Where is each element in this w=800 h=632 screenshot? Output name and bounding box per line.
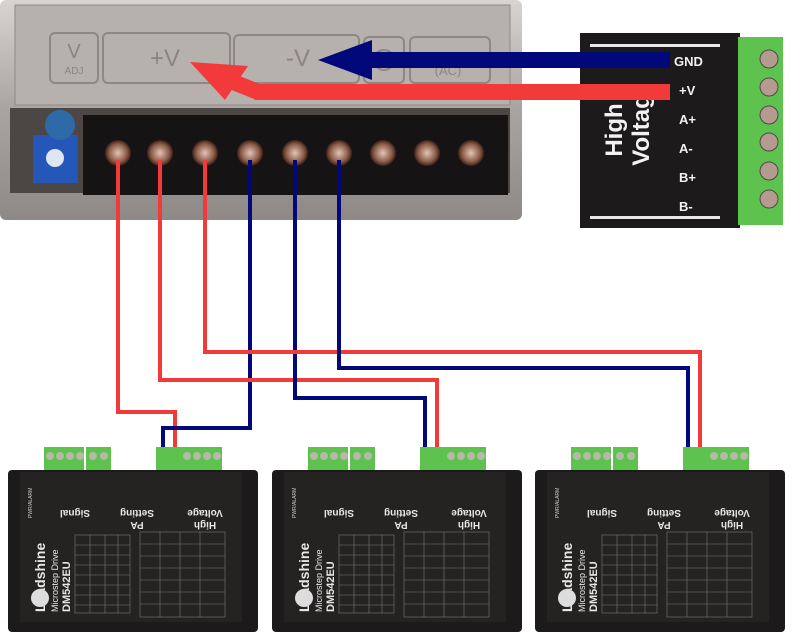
driver-3 bbox=[534, 446, 786, 632]
v-adj-label: V bbox=[67, 41, 81, 63]
driver-high-label: High bbox=[194, 519, 216, 530]
wire-positive-driver-2 bbox=[158, 160, 439, 458]
driver-signal-label: Signal bbox=[60, 507, 90, 518]
psu-terminals bbox=[105, 140, 484, 166]
pin-label-a-plus: A+ bbox=[679, 112, 696, 127]
driver-subtitle: Microstep Drive bbox=[50, 549, 60, 612]
v-adj-label-box bbox=[49, 32, 99, 84]
plus-v-label: +V bbox=[150, 45, 180, 72]
driver-hv-terminal bbox=[156, 447, 222, 472]
pin-label-a-minus: A- bbox=[679, 141, 693, 156]
hv-title-line1: High bbox=[601, 103, 628, 156]
wire-positive-driver-3 bbox=[203, 160, 702, 458]
pin-label-gnd: GND bbox=[674, 54, 703, 69]
wires bbox=[116, 160, 702, 458]
driver-voltage-label: Voltage bbox=[187, 507, 223, 518]
leadshine-logo-icon bbox=[31, 589, 49, 607]
driver-setting-label: Setting bbox=[120, 507, 154, 518]
driver-1: Signal PA Setting High Voltage Leadshine… bbox=[8, 447, 258, 632]
driver-model: DM542EU bbox=[61, 561, 73, 612]
pin-label-b-minus: B- bbox=[679, 199, 693, 214]
wire-ground-driver-3 bbox=[337, 160, 690, 458]
minus-v-label: -V bbox=[286, 45, 310, 72]
wire-ground-driver-2 bbox=[293, 160, 427, 458]
power-supply: V ADJ +V -V (AC) bbox=[0, 0, 522, 220]
wire-positive-driver-1 bbox=[116, 160, 177, 458]
wire-ground-driver-1 bbox=[161, 160, 252, 458]
v-adj-sub-label: ADJ bbox=[65, 66, 84, 77]
pin-label-plus-v: +V bbox=[679, 83, 696, 98]
driver-pa-label: PA bbox=[130, 519, 143, 530]
driver-pwr-alarm: PWR/ALARM bbox=[28, 488, 34, 518]
hv-title-line2: Voltag bbox=[628, 94, 655, 166]
pin-label-b-plus: B+ bbox=[679, 170, 696, 185]
driver-2 bbox=[271, 446, 523, 632]
